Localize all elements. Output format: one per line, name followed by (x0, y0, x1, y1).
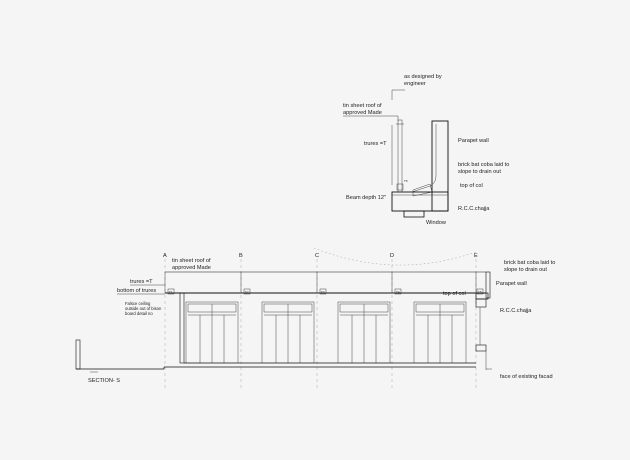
detail-callout-arc (313, 247, 477, 266)
building-section: A B C D E T1 T2 T3 T4 T5 tin sheet roof … (75, 253, 555, 390)
grid-label-e: E (474, 253, 478, 259)
detail-parapet-wall (431, 120, 449, 212)
detail-trures-label: trures =T (364, 141, 387, 147)
falce-ceiling-label-3: board detail no (125, 311, 153, 316)
section-coba-label-2: slope to drain out (504, 267, 547, 273)
section-chajja-label: R.C.C.chajja (500, 308, 532, 314)
detail-parapet-label: Parapet wall (458, 138, 489, 144)
grid-label-d: D (390, 253, 394, 259)
detail-tin-sheet-label-2: approved Made (343, 110, 382, 116)
section-trures-label: trures =T (130, 279, 153, 285)
detail-window-label: Window (426, 220, 447, 226)
detail-coba-label-2: slope to drain out (458, 169, 501, 175)
truss-tag-t2: T2 (245, 290, 249, 294)
grid-label-a: A (163, 253, 167, 259)
detail-chajja (403, 210, 425, 218)
window-bay-2 (261, 301, 315, 364)
left-wall (179, 292, 185, 364)
truss-tag-t5: T5 (478, 290, 482, 294)
section-coba-label-1: brick bat coba laid to (504, 260, 555, 266)
section-parapet-label: Parapet wall (496, 281, 527, 287)
detail-beam-depth-label: Beam depth 12" (346, 195, 386, 201)
section-tin-sheet-label-2: approved Made (172, 265, 211, 271)
section-bottom-label: bottom of trures (117, 288, 156, 294)
detail-t5-tag: T5 (404, 179, 408, 183)
section-tin-sheet-label-1: tin sheet roof of (172, 258, 211, 264)
truss-tag-t1: T1 (169, 290, 173, 294)
section-top-of-col-label: top of col (443, 291, 466, 297)
detail-top-of-col-label: top of col (460, 183, 483, 189)
designed-by-label-2: engineer (404, 81, 426, 87)
detail-coba-label-1: brick bat coba laid to (458, 162, 509, 168)
falce-ceiling-label-2: outside out of bison (125, 306, 162, 311)
truss-tag-t3: T3 (321, 290, 325, 294)
section-title: SECTION- S (88, 378, 120, 384)
detail-tin-sheet-label-1: tin sheet roof of (343, 103, 382, 109)
section-chajja (475, 344, 487, 352)
left-boundary-post (75, 339, 81, 370)
window-bay-1 (185, 301, 239, 364)
roof-detail: as designed by engineer tin sheet roof o… (313, 74, 509, 266)
truss-tag-t4: T4 (396, 290, 400, 294)
grid-label-c: C (315, 253, 319, 259)
designed-by-label-1: as designed by (404, 74, 442, 80)
window-bay-4 (413, 301, 467, 364)
grid-label-b: B (239, 253, 243, 259)
detail-truss-post (397, 119, 403, 193)
detail-chajja-label: R.C.C.chajja (458, 206, 490, 212)
falce-ceiling-label-1: Falsce ceiling (125, 301, 151, 306)
facade-label: face of existing facad (500, 374, 553, 380)
window-bay-3 (337, 301, 391, 364)
